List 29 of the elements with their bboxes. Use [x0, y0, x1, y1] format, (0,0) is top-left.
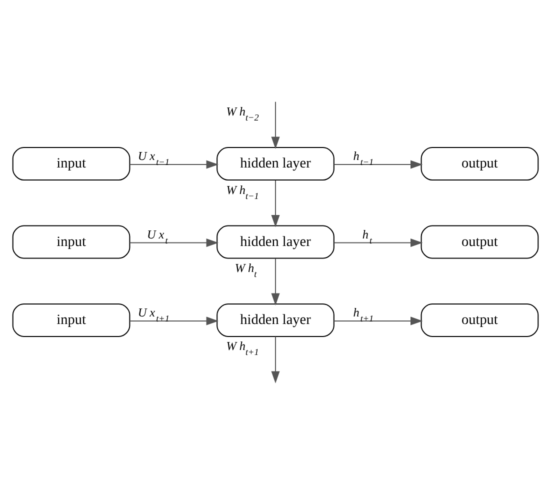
edge-label: W h$_{t−2}$: [226, 104, 259, 122]
edge-label: h$_{t−1}$: [353, 148, 374, 167]
node-box: output: [420, 224, 539, 258]
edge-label: U x$_{t−1}$: [138, 148, 170, 167]
node-box: hidden layer: [216, 146, 334, 180]
arrow: [271, 180, 280, 227]
edge-label: U x$_{t+1}$: [138, 304, 170, 323]
arrow: [130, 160, 218, 168]
node-box: input: [12, 224, 130, 258]
node-box: input: [12, 146, 130, 180]
arrow: [334, 160, 423, 168]
edge-label: W h$_{t−1}$: [226, 182, 259, 200]
arrow: [130, 238, 218, 246]
arrow: [271, 336, 280, 383]
node-box: input: [12, 302, 130, 336]
node-box: hidden layer: [216, 302, 334, 336]
edge-label: U x$_{t}$: [146, 226, 168, 245]
edge-label: W h$_{t+1}$: [226, 338, 259, 357]
node-box: output: [420, 302, 539, 336]
arrow: [334, 316, 423, 325]
node-box: hidden layer: [216, 224, 334, 258]
arrow: [334, 238, 423, 246]
edge-label: h$_{t+1}$: [353, 304, 374, 323]
edge-label: W h$_{t}$: [234, 260, 257, 279]
arrow: [271, 258, 280, 305]
arrow: [130, 316, 218, 325]
edge-label: h$_{t}$: [362, 226, 372, 245]
arrow: [271, 101, 280, 148]
node-box: output: [420, 146, 539, 180]
